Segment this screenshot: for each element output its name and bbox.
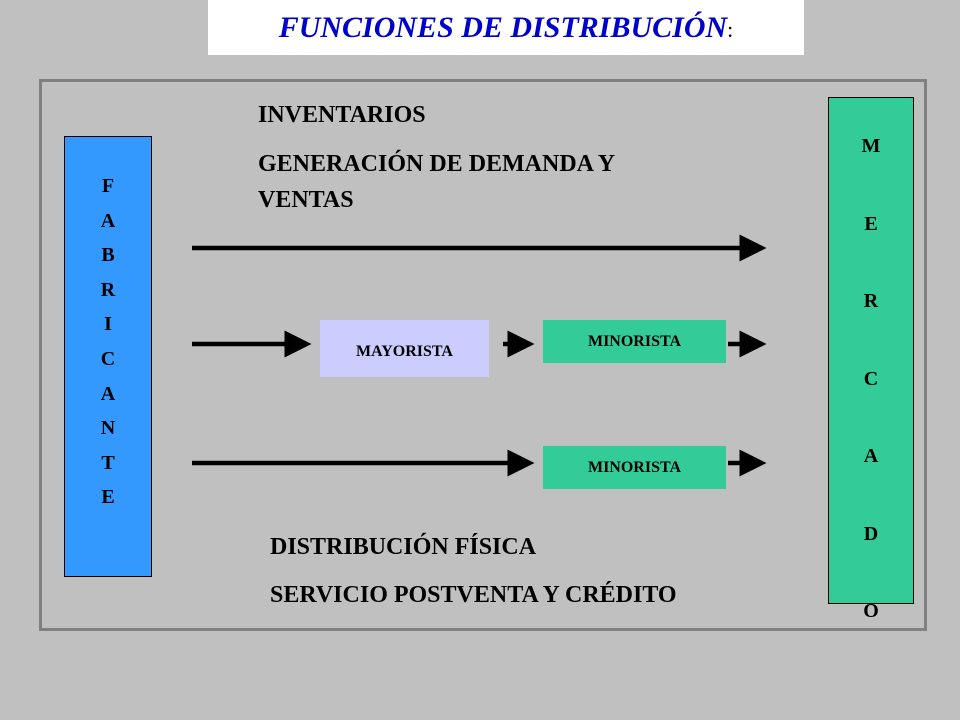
title-colon: : [727, 16, 734, 42]
fabricante-letter: R [100, 278, 116, 301]
fabricante-letter: E [101, 486, 115, 509]
title-box: FUNCIONES DE DISTRIBUCIÓN: [208, 0, 804, 55]
fabricante-letter: F [101, 175, 115, 197]
mercado-box: M E R C A D O [828, 97, 914, 622]
mercado-letter: A [863, 445, 879, 467]
fabricante-letter: A [100, 209, 116, 232]
mercado-letter: O [863, 600, 879, 622]
fabricante-letter: A [100, 382, 116, 405]
page-title: FUNCIONES DE DISTRIBUCIÓN: [278, 10, 734, 44]
fabricante-letter: N [100, 417, 116, 440]
function-generacion-demanda: GENERACIÓN DE DEMANDA Y [258, 151, 616, 177]
mercado-letter: E [864, 212, 878, 235]
fabricante-letter: I [104, 313, 112, 336]
diagram-frame [39, 79, 927, 631]
mercado-letter: D [863, 522, 879, 545]
function-servicio-postventa: SERVICIO POSTVENTA Y CRÉDITO [270, 582, 677, 608]
minorista-box-1: MINORISTA [543, 320, 726, 363]
fabricante-letter: C [100, 347, 116, 370]
minorista-box-2: MINORISTA [543, 446, 726, 489]
function-ventas: VENTAS [258, 187, 354, 213]
fabricante-letter: B [101, 244, 115, 267]
function-distribucion-fisica: DISTRIBUCIÓN FÍSICA [270, 534, 537, 560]
mayorista-box: MAYORISTA [320, 320, 489, 377]
mercado-letter: C [863, 367, 879, 390]
mercado-letter: R [863, 290, 879, 312]
mercado-letter: M [861, 135, 881, 157]
function-inventarios: INVENTARIOS [258, 102, 426, 128]
fabricante-letter: T [101, 451, 115, 474]
